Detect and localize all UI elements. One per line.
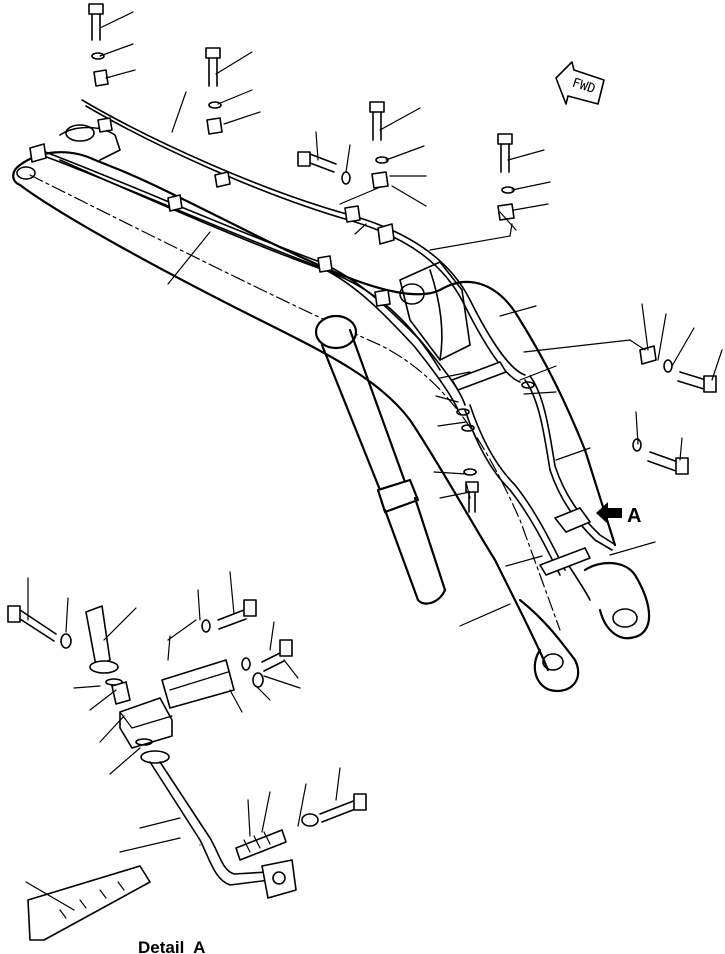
hardware-top [88,3,717,513]
pipe-clamps [29,117,657,576]
detail-leader-lines [25,571,341,911]
fwd-label: FWD [570,76,597,98]
boom-cylinder [314,314,447,605]
detail-title: Detail A [138,938,205,954]
cylinder-bracket [399,261,471,361]
view-marker-label: A [627,505,641,527]
view-arrow-icon [596,502,622,524]
leader-lines [99,11,723,627]
detail-a-assembly [7,599,367,941]
fwd-arrow-icon: FWD [555,61,605,105]
